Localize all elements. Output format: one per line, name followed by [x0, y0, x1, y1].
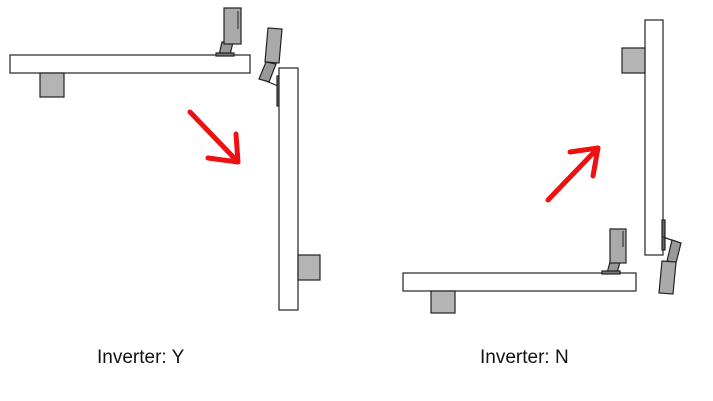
red-arrow-down-right: [187, 109, 241, 165]
horizontal-panel: [9, 54, 251, 74]
label-inverter-n: Inverter: N: [480, 347, 569, 368]
hinge-closed: [215, 7, 242, 57]
left-configuration: [9, 7, 321, 311]
label-inverter-y: Inverter: Y: [97, 347, 185, 368]
door-block: [430, 290, 456, 314]
horizontal-panel: [402, 272, 637, 292]
door-block: [621, 47, 646, 74]
vertical-panel: [278, 67, 299, 311]
vertical-panel: [644, 19, 664, 256]
hinge-swung: [658, 219, 682, 295]
red-arrow-up-right: [545, 145, 601, 203]
door-block: [297, 254, 321, 281]
door-block: [39, 72, 65, 98]
hinge-closed: [601, 228, 627, 275]
right-configuration: [402, 19, 682, 314]
